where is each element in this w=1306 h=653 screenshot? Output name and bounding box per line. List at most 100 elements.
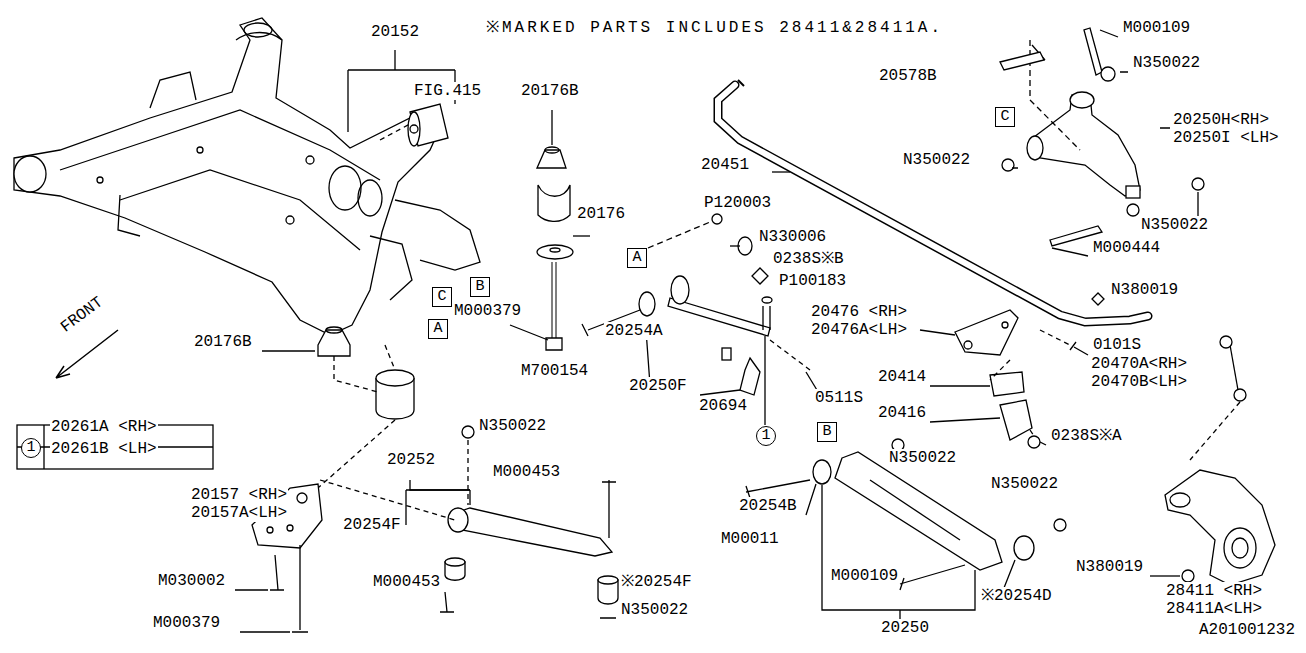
drawing-stroke — [1165, 470, 1275, 585]
drawing-stroke — [1220, 336, 1232, 348]
drawing-stroke — [900, 565, 965, 590]
part-number: 20414 — [877, 368, 927, 386]
drawing-stroke — [197, 147, 203, 153]
drawing-stroke — [770, 340, 810, 370]
part-number: M000453 — [372, 573, 441, 591]
part-number: 20176B — [193, 333, 253, 351]
reference-box: B — [470, 277, 490, 297]
drawing-stroke — [510, 325, 548, 340]
drawing-stroke — [718, 85, 1148, 322]
reference-box: B — [817, 422, 837, 442]
drawing-stroke — [740, 358, 760, 395]
reference-box: C — [995, 107, 1015, 127]
drawing-stroke — [573, 235, 590, 236]
drawing-stroke — [14, 156, 46, 192]
drawing-stroke — [1054, 519, 1066, 531]
part-number: 20250I <LH> — [1172, 129, 1280, 147]
drawing-stroke — [835, 452, 1002, 570]
drawing-stroke — [1150, 575, 1180, 576]
part-number: 20254A — [604, 322, 664, 340]
part-number: 20261A <RH> — [50, 418, 158, 436]
part-number: 0238S※A — [1050, 427, 1123, 445]
drawing-stroke — [648, 222, 710, 248]
drawing-stroke — [287, 525, 293, 531]
part-number: 0238S※B — [772, 250, 845, 268]
part-number: 20416 — [877, 404, 927, 422]
drawing-stroke — [550, 248, 560, 252]
drawing-stroke — [118, 195, 140, 236]
drawing-stroke — [462, 426, 474, 438]
callout-circle: 1 — [756, 426, 776, 446]
drawing-stroke — [930, 385, 990, 386]
drawing-stroke — [395, 200, 480, 270]
drawing-stroke — [772, 171, 790, 172]
drawing-stroke — [445, 558, 465, 566]
drawing-stroke — [60, 110, 380, 180]
drawing-stroke — [244, 23, 272, 37]
drawing-stroke — [1100, 30, 1170, 128]
part-number: N350022 — [888, 449, 957, 467]
drawing-stroke — [306, 156, 314, 164]
drawing-stroke — [410, 480, 470, 490]
drawing-stroke — [1234, 389, 1246, 401]
drawing-stroke — [1002, 159, 1014, 171]
drawing-stroke — [813, 460, 831, 484]
drawing-stroke — [763, 306, 770, 330]
part-number: M00011 — [720, 530, 780, 548]
drawing-stroke — [1230, 345, 1238, 390]
drawing-stroke — [538, 185, 570, 221]
drawing-stroke — [262, 350, 315, 351]
reference-letter: A — [632, 250, 641, 266]
drawing-stroke — [329, 166, 361, 210]
part-number: 20176B — [520, 82, 580, 100]
drawing-stroke — [602, 480, 616, 538]
part-number: M000109 — [1122, 19, 1191, 37]
part-number: 20250F — [628, 377, 688, 395]
drawing-stroke — [730, 245, 740, 246]
drawing-stroke — [1040, 442, 1046, 445]
drawing-stroke — [545, 147, 559, 153]
drawing-stroke — [718, 85, 1148, 322]
drawing-stroke — [1052, 248, 1088, 256]
reference-letter: C — [437, 289, 446, 305]
drawing-stroke — [551, 110, 552, 145]
drawing-stroke — [598, 576, 618, 584]
drawing-stroke — [1000, 400, 1032, 440]
reference-letter: B — [822, 424, 831, 440]
part-number: N350022 — [902, 151, 971, 169]
reference-letter: 1 — [26, 440, 35, 456]
drawing-stroke — [376, 370, 414, 386]
reference-letter: B — [475, 279, 484, 295]
part-number: ※20254F — [620, 573, 693, 591]
drawing-stroke — [762, 297, 772, 303]
drawing-stroke — [1014, 536, 1034, 560]
drawing-stroke — [56, 330, 118, 378]
part-number: 0511S — [814, 389, 864, 407]
drawing-stroke — [1170, 493, 1190, 507]
part-number: 20254B — [738, 497, 798, 515]
drawing-stroke — [318, 330, 350, 356]
part-number: 20250 — [880, 619, 930, 637]
drawing-stroke — [1070, 92, 1094, 108]
drawing-stroke — [746, 480, 810, 498]
drawing-stroke — [370, 236, 412, 300]
drawing-stroke — [930, 418, 1000, 422]
drawing-stroke — [467, 440, 468, 505]
part-number: 20254F — [342, 516, 402, 534]
part-number: P100183 — [778, 272, 847, 290]
drawing-stroke — [1126, 186, 1140, 198]
part-number: N350022 — [1140, 216, 1209, 234]
drawing-stroke — [1002, 322, 1008, 328]
drawing-stroke — [440, 592, 616, 618]
drawing-stroke — [448, 508, 468, 532]
part-number: N350022 — [1132, 54, 1201, 72]
part-number: N350022 — [990, 475, 1059, 493]
drawing-stroke — [1092, 293, 1104, 305]
drawing-stroke — [920, 330, 955, 335]
part-number: ※20254D — [980, 587, 1053, 605]
drawing-stroke — [267, 527, 273, 533]
drawing-stroke — [458, 508, 612, 556]
drawing-stroke — [1224, 528, 1256, 568]
drawing-stroke — [1012, 168, 1198, 222]
